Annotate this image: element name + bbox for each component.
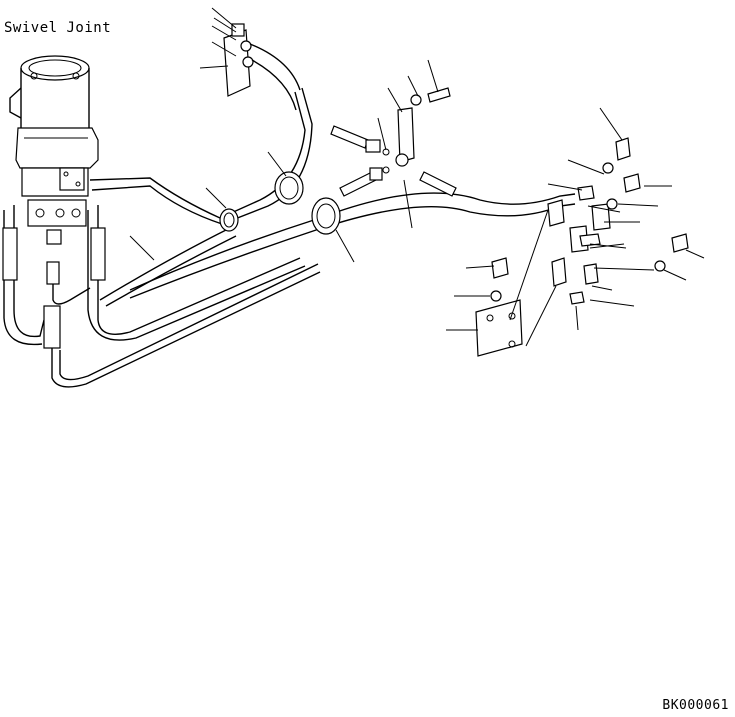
swivel-joint-body bbox=[9, 55, 99, 245]
top-bracket-assembly bbox=[223, 23, 301, 111]
right-clamp-parts bbox=[475, 137, 689, 357]
leader-lines bbox=[129, 7, 705, 347]
swivel-hoses bbox=[2, 87, 576, 388]
grommets bbox=[219, 171, 341, 235]
diagram-title: Swivel Joint bbox=[4, 20, 112, 36]
center-fittings bbox=[330, 87, 457, 197]
drawing-code: BK000061 bbox=[662, 698, 729, 713]
